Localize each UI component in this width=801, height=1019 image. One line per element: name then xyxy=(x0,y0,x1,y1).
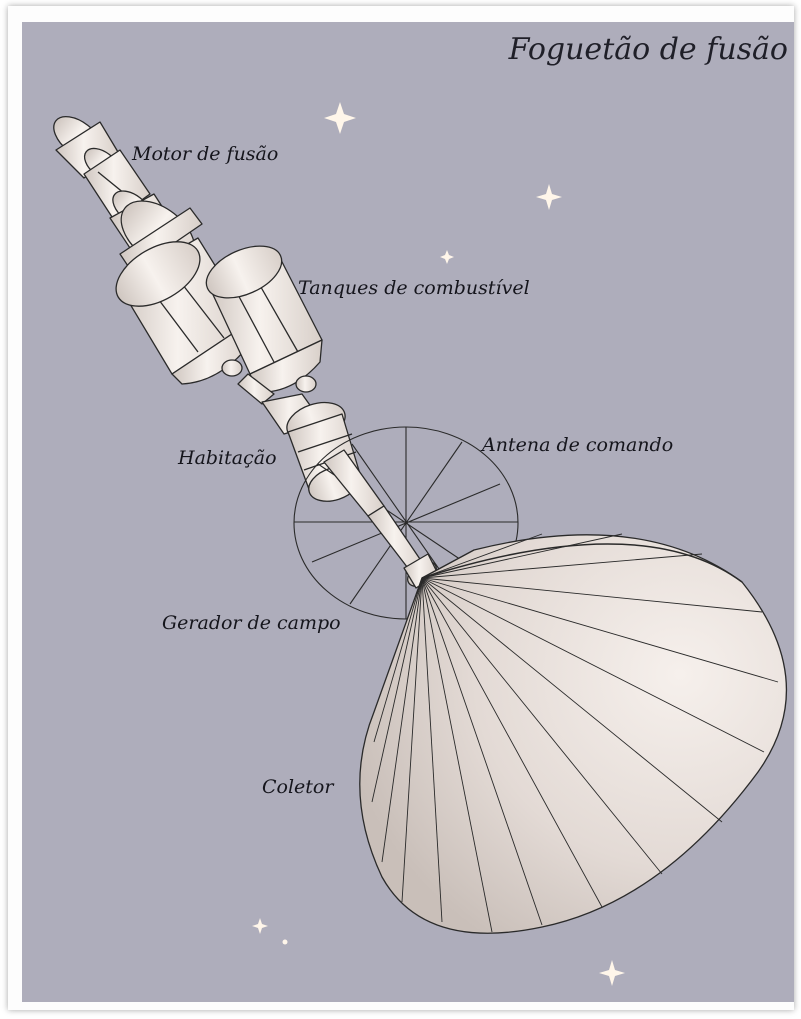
collector-dish xyxy=(360,534,787,933)
illustration-panel: Foguetão de fusão Motor de fusão Tanques… xyxy=(22,22,794,1002)
label-command-antenna: Antena de comando xyxy=(482,434,673,456)
label-field-generator: Gerador de campo xyxy=(162,612,341,634)
star-icon xyxy=(599,960,625,986)
star-icon xyxy=(536,184,562,210)
diagram-title: Foguetão de fusão xyxy=(509,32,788,67)
rocket-illustration xyxy=(22,22,794,1002)
label-collector: Coletor xyxy=(262,776,333,798)
label-habitation: Habitação xyxy=(178,447,277,469)
label-fusion-motor: Motor de fusão xyxy=(132,143,278,165)
star-icon xyxy=(324,102,356,134)
star-icon xyxy=(252,918,268,934)
star-icon xyxy=(283,940,288,945)
star-icon xyxy=(440,250,454,264)
label-fuel-tanks: Tanques de combustível xyxy=(298,277,530,299)
field-generator xyxy=(324,450,441,591)
